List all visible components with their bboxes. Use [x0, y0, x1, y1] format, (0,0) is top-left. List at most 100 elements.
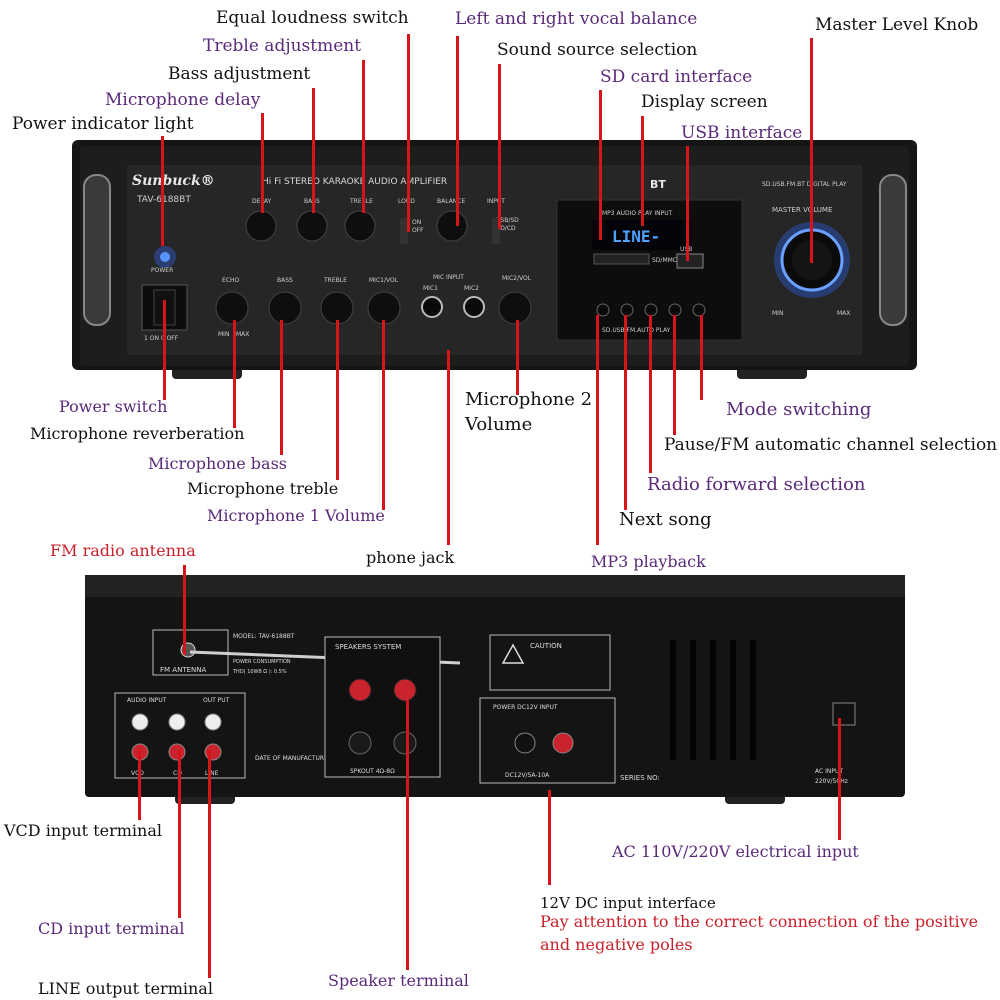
cd-input-right[interactable] — [168, 743, 186, 761]
audio-input-label: AUDIO INPUT — [127, 697, 167, 704]
dc-negative-terminal[interactable] — [514, 732, 536, 754]
thd-label: THD( 10W8 Ω ): 0.5% — [232, 669, 287, 675]
master-min-label: MIN — [772, 310, 783, 317]
mic2-volume-knob[interactable] — [498, 291, 532, 325]
speaker-terminal-4[interactable] — [393, 731, 417, 755]
label-pause-fm: Pause/FM automatic channel selection — [664, 435, 998, 455]
loudness-switch[interactable] — [400, 218, 408, 244]
sd-card-slot[interactable] — [593, 253, 650, 265]
label-mic2-volume-line2: Volume — [465, 414, 533, 435]
ac-input-socket[interactable] — [832, 702, 856, 726]
mic1-label: MIC1 — [423, 285, 438, 292]
label-next-song: Next song — [619, 509, 712, 530]
master-max-label: MAX — [837, 310, 850, 317]
mic2-jack[interactable] — [463, 296, 485, 318]
leader-line — [406, 700, 409, 970]
power-indicator-light — [160, 252, 170, 262]
label-power-switch: Power switch — [59, 397, 168, 416]
speakers-box — [324, 636, 441, 778]
label-line-output: LINE output terminal — [38, 979, 213, 998]
speaker-terminal-3[interactable] — [348, 731, 372, 755]
label-bass-adjustment: Bass adjustment — [168, 64, 311, 84]
label-mic1-volume: Microphone 1 Volume — [207, 506, 385, 525]
power-label: POWER — [151, 267, 173, 274]
min-label-left: MIN — [218, 331, 229, 338]
mic-bass-knob-label: BASS — [277, 277, 293, 284]
bass-knob[interactable] — [296, 210, 328, 242]
vcd-input-left[interactable] — [131, 713, 149, 731]
vcd-label: VCD — [131, 770, 144, 777]
rear-model-label: MODEL: TAV-6188BT — [233, 633, 295, 640]
leader-line — [624, 315, 627, 510]
spkout-label: SPKOUT 4Ω-8Ω — [350, 768, 395, 775]
label-radio-forward: Radio forward selection — [647, 474, 866, 495]
date-label: DATE OF MANUFACTURE — [255, 755, 328, 762]
display-title: MP3 AUDIO PLAY INPUT — [602, 210, 673, 217]
dc-positive-terminal[interactable] — [552, 732, 574, 754]
leader-line — [312, 88, 315, 213]
mp3-play-button[interactable] — [596, 303, 610, 317]
caution-label: CAUTION — [530, 642, 562, 650]
leader-line — [447, 350, 450, 545]
echo-knob-label: ECHO — [222, 277, 239, 284]
leader-line — [548, 790, 551, 885]
leader-line — [700, 315, 703, 400]
top-knob-row: DELAY BASS TREBLE BALANCE LOUD ON OFF IN… — [245, 198, 519, 242]
next-song-button[interactable] — [620, 303, 634, 317]
mic-input-label: MIC INPUT — [433, 274, 464, 281]
cd-input-left[interactable] — [168, 713, 186, 731]
delay-knob[interactable] — [245, 210, 277, 242]
panel-header: Hi Fi STEREO KARAOKE AUDIO AMPLIFIER — [262, 177, 447, 187]
series-no-label: SERIES NO: — [620, 774, 660, 782]
auto-play-label: SD.USB.FM.AUTO PLAY — [602, 327, 671, 334]
label-mic-bass: Microphone bass — [148, 454, 287, 473]
mode-button[interactable] — [692, 303, 706, 317]
leader-line — [838, 718, 841, 840]
leader-line — [673, 315, 676, 435]
playback-buttons — [596, 303, 706, 317]
label-power-light: Power indicator light — [12, 114, 194, 134]
mic1-vol-knob-label: MIC1/VOL — [369, 277, 399, 284]
ac-spec-label: 220V/50Hz — [815, 778, 848, 785]
leader-line — [233, 320, 236, 428]
balance-knob[interactable] — [436, 210, 468, 242]
mic-bass-knob[interactable] — [268, 291, 302, 325]
usb-port[interactable] — [676, 253, 704, 269]
speaker-terminal-2[interactable] — [393, 678, 417, 702]
label-treble-adjustment: Treble adjustment — [203, 36, 362, 56]
leader-line — [516, 320, 519, 395]
leader-line — [686, 146, 689, 261]
fm-antenna-label: FM ANTENNA — [160, 666, 206, 674]
mic1-jack[interactable] — [421, 296, 443, 318]
label-mp3-playback: MP3 playback — [591, 552, 706, 571]
sd-slot-label: SD/MMC — [652, 257, 677, 264]
bottom-knob-row: ECHO BASS TREBLE MIC1/VOL MIC INPUT MIC1… — [215, 274, 532, 338]
amplifier-front-panel: Sunbuck® TAV-6188BT Hi Fi STEREO KARAOKE… — [72, 140, 917, 379]
output-label: OUT PUT — [203, 697, 230, 704]
leader-line — [649, 315, 652, 473]
bt-badge: BT — [650, 178, 666, 191]
treble-knob[interactable] — [344, 210, 376, 242]
leader-line — [138, 750, 141, 820]
label-equal-loudness: Equal loudness switch — [216, 8, 409, 28]
input-b-label: CD/CD — [496, 225, 516, 232]
rear-body — [85, 575, 905, 797]
leader-line — [456, 36, 459, 226]
display-screen-text: LINE- — [612, 227, 660, 246]
leader-line — [261, 113, 264, 213]
digital-play-label: SD.USB.FM.BT DIGITAL PLAY — [762, 181, 847, 188]
treble-knob-label: TREBLE — [349, 198, 373, 205]
leader-line — [641, 116, 644, 226]
echo-knob[interactable] — [215, 291, 249, 325]
mic-treble-knob-label: TREBLE — [323, 277, 347, 284]
label-fm-antenna: FM radio antenna — [50, 541, 196, 560]
line-output-left[interactable] — [204, 713, 222, 731]
leader-line — [163, 300, 166, 400]
label-vcd-input: VCD input terminal — [4, 821, 162, 840]
label-mic2-volume-line1: Microphone 2 — [465, 389, 593, 410]
leader-line — [208, 750, 211, 978]
power-consumption-label: POWER CONSUMPTION — [233, 659, 291, 665]
leader-line — [599, 90, 602, 240]
speaker-terminal-1[interactable] — [348, 678, 372, 702]
amplifier-rear-panel: FM ANTENNA MODEL: TAV-6188BT POWER CONSU… — [85, 575, 905, 804]
